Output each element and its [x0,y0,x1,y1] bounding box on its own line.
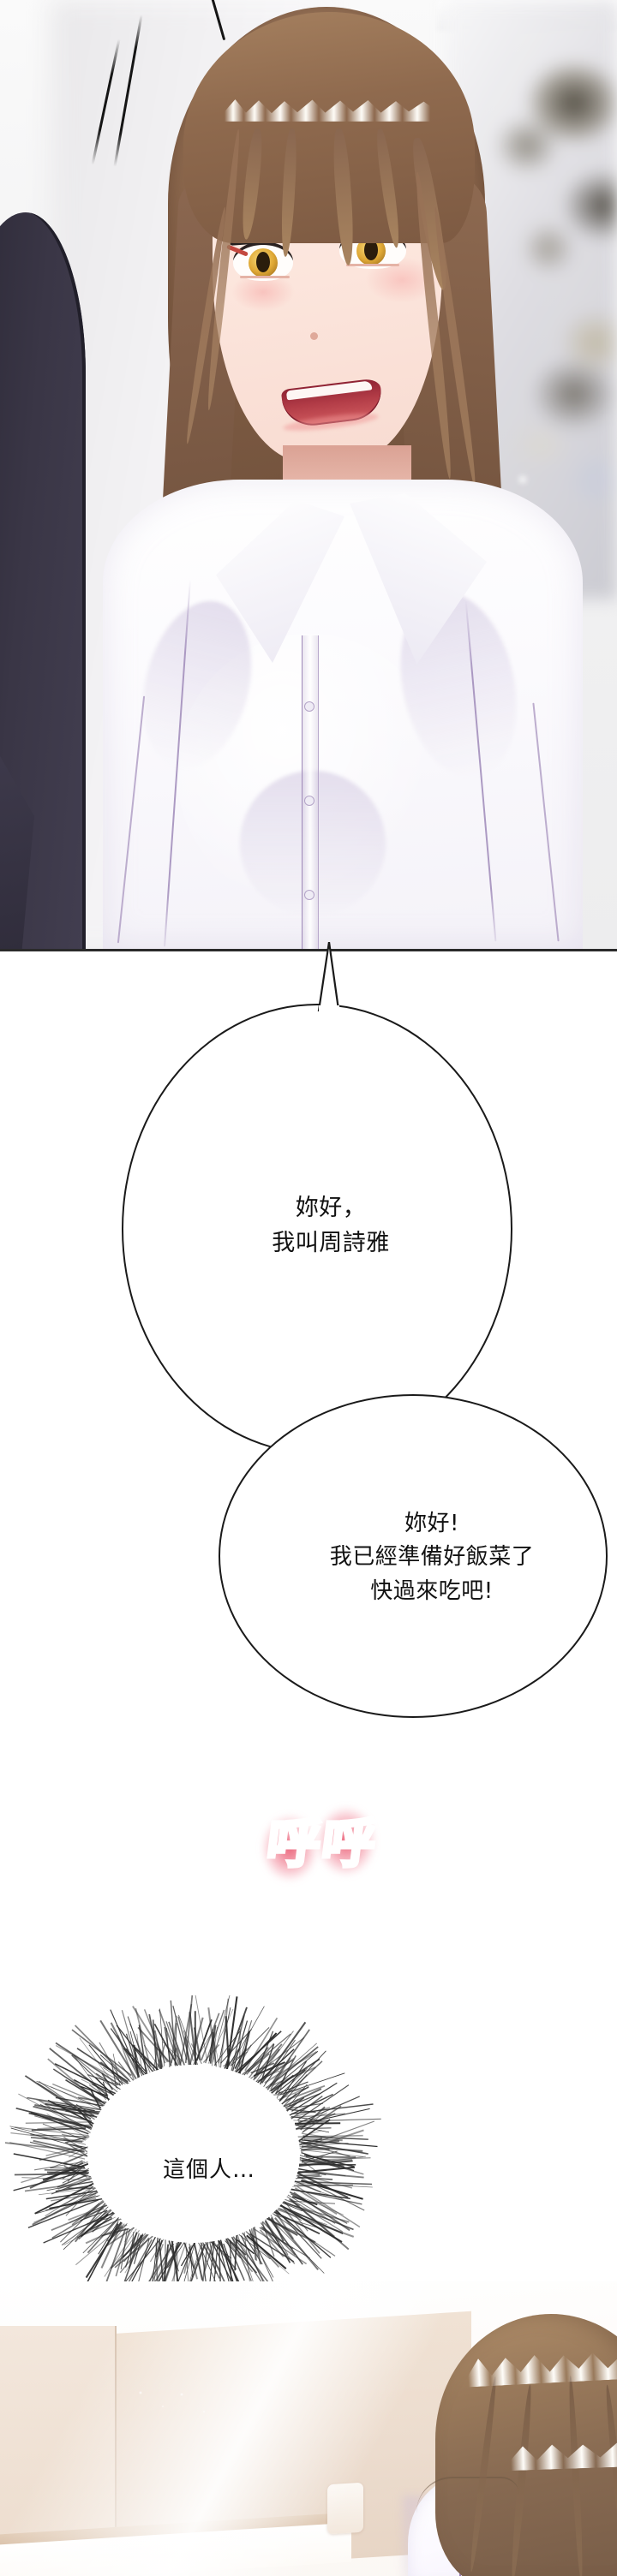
shirt-button [305,796,314,805]
panel-2 [0,2281,617,2576]
speech-bubble-1-text: 妳好， 我叫周詩雅 [272,1190,390,1261]
speech-bubble-1: 妳好， 我叫周詩雅 [122,1004,512,1454]
shirt-button [305,891,314,899]
speech-bubble-tail [317,942,339,1016]
speech-bubble-3-text: 這個人… [21,2009,398,2326]
nose [310,332,318,340]
shirt-button [305,702,314,711]
hairline-neck [416,2477,519,2513]
pupil-left [256,252,270,272]
sound-effect-text: 呼呼 [249,1792,398,1886]
shirt-placket [302,635,319,949]
panel-1 [0,0,617,951]
speech-bubble-2-text: 妳好! 我已經準備好飯菜了 快過來吃吧! [330,1507,535,1609]
light-sparkles [129,2384,223,2427]
speech-bubble-3-shock: 這個人… [5,1995,382,2312]
dark-suit-figure [0,212,86,949]
under-eye-line-right [346,264,399,266]
sound-effect-1: 呼呼 [254,1795,391,1889]
under-eye-line-left [240,276,290,278]
speech-bubble-2: 妳好! 我已經準備好飯菜了 快過來吃吧! [219,1394,608,1718]
suit-fold [0,726,34,951]
